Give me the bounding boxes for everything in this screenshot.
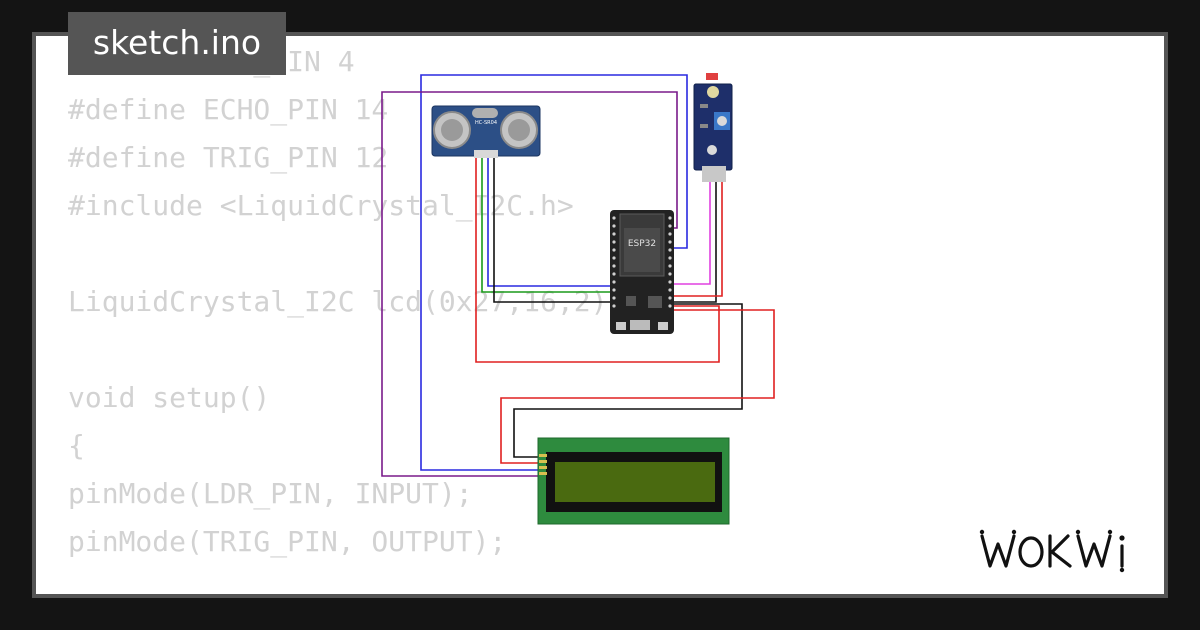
code-line: #include <LiquidCrystal_I2C.h> [68, 189, 574, 222]
code-line: #define TRIG_PIN 12 [68, 141, 389, 174]
wire-green [481, 158, 612, 293]
code-line: { [68, 429, 85, 462]
wire-magenta [673, 182, 711, 285]
wire-red-3 [500, 309, 775, 464]
wire-blue [420, 74, 688, 471]
wokwi-logo [979, 529, 1125, 573]
ultrasonic-sensor[interactable]: HC-SR04 [431, 105, 541, 158]
wire-red-1 [475, 158, 720, 363]
wires [381, 74, 775, 477]
wire-red-2 [673, 182, 723, 297]
code-line: void setup() [68, 381, 271, 414]
filename-tab: sketch.ino [68, 12, 286, 75]
code-line: pinMode(TRIG_PIN, OUTPUT); [68, 525, 507, 558]
ultrasonic-label: HC-SR04 [475, 120, 497, 126]
lcd-display[interactable] [537, 437, 730, 525]
wire-black-2 [673, 182, 717, 303]
wire-blue-trig [487, 158, 612, 287]
code-line: pinMode(LDR_PIN, INPUT); [68, 477, 473, 510]
esp32-board[interactable]: ESP32 [610, 210, 674, 334]
wire-black-3 [513, 303, 743, 458]
ldr-module[interactable] [693, 73, 733, 182]
wire-purple [381, 91, 678, 477]
preview-card: #define LDR_PIN 4#define ECHO_PIN 14#def… [36, 36, 1164, 594]
code-background: #define LDR_PIN 4#define ECHO_PIN 14#def… [68, 38, 624, 566]
wire-black-1 [493, 158, 612, 303]
esp32-label: ESP32 [628, 239, 656, 249]
